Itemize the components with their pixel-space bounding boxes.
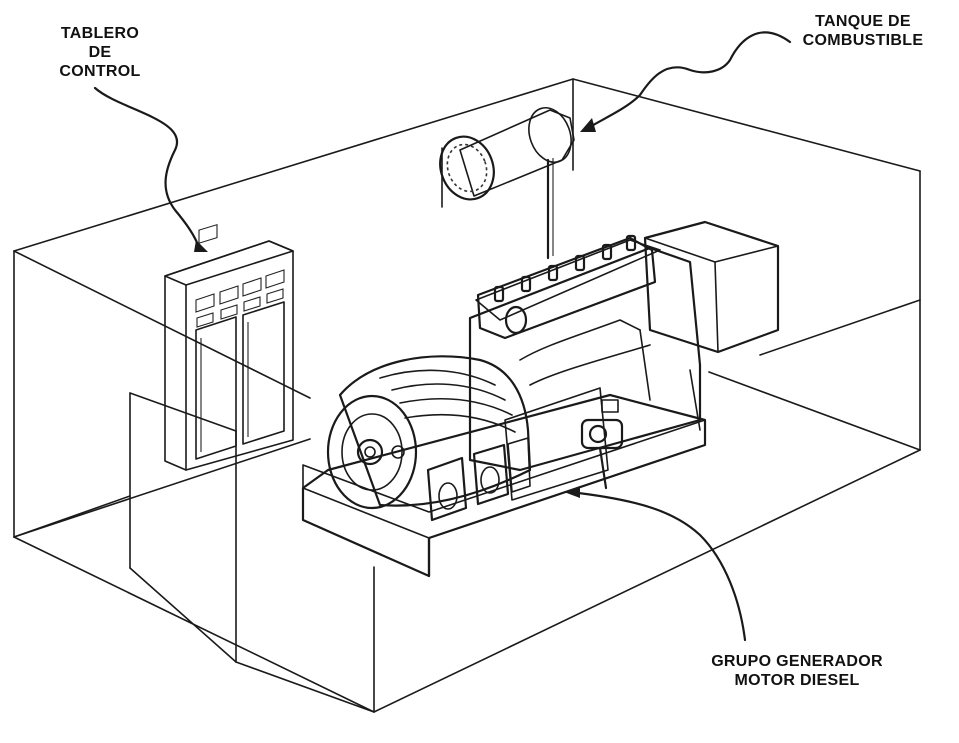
generator-alternator bbox=[326, 355, 532, 522]
fuel-pump bbox=[580, 399, 624, 490]
room-outline bbox=[13, 78, 921, 713]
label-generator-set: GRUPO GENERADOR MOTOR DIESEL bbox=[662, 652, 932, 690]
label-line: COMBUSTIBLE bbox=[802, 32, 924, 49]
callout-leaders bbox=[93, 31, 792, 642]
control-panel-cabinet bbox=[164, 223, 294, 471]
label-line: DE bbox=[88, 44, 112, 61]
label-line: TANQUE DE bbox=[815, 13, 911, 30]
arrowhead-icon bbox=[194, 240, 208, 252]
fuel-tank bbox=[439, 107, 575, 260]
diesel-generator-set bbox=[301, 220, 780, 578]
label-line: GRUPO GENERADOR bbox=[711, 653, 883, 670]
label-fuel-tank: TANQUE DE COMBUSTIBLE bbox=[778, 12, 948, 50]
label-line: CONTROL bbox=[59, 63, 141, 80]
label-line: MOTOR DIESEL bbox=[734, 672, 860, 689]
arrowhead-icon bbox=[580, 118, 596, 132]
label-control-panel: TABLERO DE CONTROL bbox=[30, 24, 170, 81]
arrowhead-icon bbox=[564, 486, 580, 498]
label-line: TABLERO bbox=[60, 25, 140, 42]
